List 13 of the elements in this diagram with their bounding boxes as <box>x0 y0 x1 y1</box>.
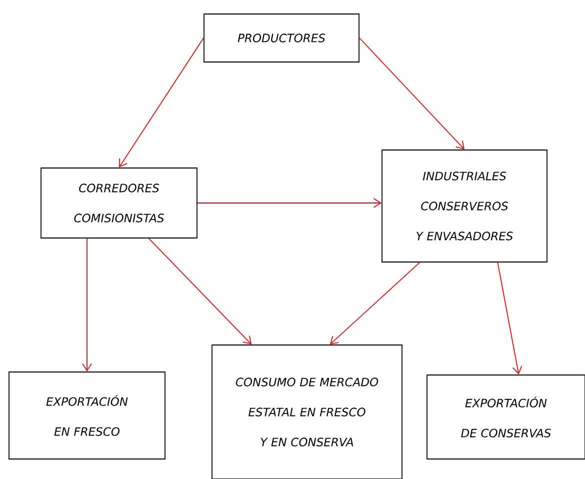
process-box: PRODUCTORES <box>204 14 360 62</box>
arrow <box>119 38 204 168</box>
arrow <box>197 198 382 208</box>
arrow <box>330 262 420 345</box>
process-box: EXPORTACIÓN EN FRESCO <box>8 372 166 460</box>
arrow <box>359 38 465 150</box>
process-box: INDUSTRIALES CONSERVEROS Y ENVASADORES <box>382 150 548 262</box>
arrow <box>497 262 522 375</box>
process-box: CONSUMO DE MERCADO ESTATAL EN FRESCO Y EN CONSERVA <box>212 344 402 479</box>
process-box: CORREDORES COMISIONISTAS <box>40 168 198 238</box>
arrow <box>148 238 252 345</box>
process-box: EXPORTACIÓN DE CONSERVAS <box>426 374 585 460</box>
arrow <box>82 238 92 372</box>
